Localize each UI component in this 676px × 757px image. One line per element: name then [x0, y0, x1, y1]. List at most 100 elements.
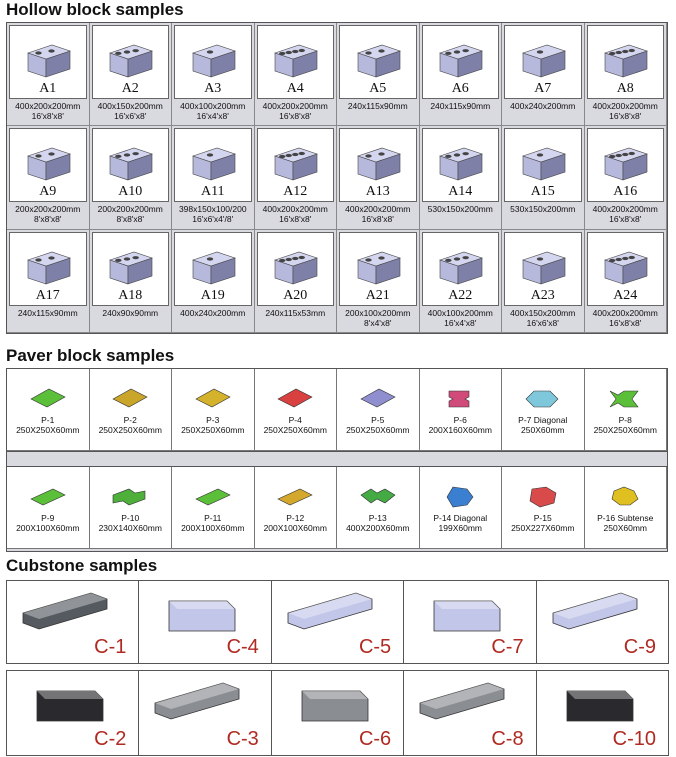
hollow-block-dim-ft: 8'x4'x8' — [363, 317, 392, 328]
hollow-block-image: A4 — [256, 25, 334, 99]
hollow-block-dim-mm: 400x200x200mm — [592, 307, 658, 318]
hollow-block-icon — [274, 251, 319, 285]
paver-block-code: P-11 — [204, 512, 222, 523]
hollow-block-image: A24 — [586, 231, 664, 306]
hollow-block-icon — [109, 44, 154, 78]
curbstone-icon — [22, 592, 108, 630]
hollow-block-dim-mm: 400x100x200mm — [427, 307, 493, 318]
hollow-block-code: A21 — [365, 287, 390, 303]
hollow-block-icon — [604, 44, 649, 78]
hollow-block-image: A12 — [256, 128, 334, 203]
hollow-block-dims: 240x115x53mm — [255, 308, 337, 318]
curbstone-code: C-2 — [94, 728, 127, 750]
curbstone-code: C-1 — [94, 636, 127, 658]
hollow-block-dim-mm: 400x100x200mm — [180, 101, 246, 111]
hollow-block-dim-ft: 16'x4'x8' — [196, 111, 229, 121]
paver-block-code: P-16 Subtense — [597, 512, 654, 523]
hollow-block-code: A3 — [204, 81, 222, 96]
paver-block-icon — [112, 388, 148, 407]
paver-block-dims: 400X200X60mm — [346, 522, 410, 533]
curbstone-code: C-5 — [358, 636, 392, 658]
hollow-block-dim-mm: 530x150x200mm — [510, 204, 576, 215]
paver-block-code: P-8 — [618, 414, 632, 425]
curbstone-cell: C-1 — [6, 580, 140, 664]
hollow-block-dims: 400x240x200mm — [502, 101, 584, 111]
hollow-block-image: A6 — [421, 25, 499, 99]
hollow-block-icon — [191, 44, 236, 78]
hollow-block-dim-ft: 16'x6'x4'/8' — [192, 214, 234, 225]
curbstone-code: C-3 — [226, 728, 259, 750]
hollow-block-icon — [439, 148, 484, 181]
hollow-block-image: A14 — [421, 128, 499, 203]
paver-block-code: P-7 Diagonal — [518, 414, 568, 425]
hollow-block-icon — [521, 148, 566, 181]
hollow-block-dim-mm: 200x200x200mm — [15, 204, 81, 215]
hollow-block-code: A11 — [200, 184, 225, 200]
hollow-block-image: A15 — [504, 128, 582, 203]
hollow-block-icon — [191, 148, 236, 181]
paver-block-icon — [195, 488, 231, 505]
hollow-block-dim-mm: 400x240x200mm — [510, 101, 576, 111]
hollow-block-image: A3 — [174, 25, 252, 99]
paver-block-icon — [611, 486, 639, 505]
hollow-block-dim-mm: 200x200x200mm — [97, 204, 163, 215]
paver-block-icon — [446, 486, 474, 507]
curbstone-code: C-8 — [491, 728, 524, 750]
hollow-block-image: A8 — [586, 25, 664, 99]
hollow-block-image: A10 — [91, 128, 169, 203]
hollow-block-dims: 240x115x90mm — [420, 101, 502, 111]
hollow-block-dim-mm: 240x115x53mm — [265, 307, 326, 318]
paver-block-dims: 230X140X60mm — [98, 522, 162, 533]
hollow-block-code: A15 — [530, 184, 555, 200]
hollow-block-image: A18 — [91, 231, 169, 306]
hollow-block-icon — [604, 148, 649, 181]
hollow-block-image: A13 — [339, 128, 417, 203]
paver-block-code: P-4 — [288, 414, 302, 425]
hollow-block-icon — [604, 251, 649, 285]
paver-block-code: P-13 — [368, 512, 387, 523]
paver-block-dims: 250X60mm — [603, 522, 647, 533]
paver-block-dims: 250X250X60mm — [98, 424, 162, 435]
hollow-block-code: A12 — [283, 184, 308, 200]
paver-block-dims: 250X60mm — [521, 424, 565, 435]
hollow-block-icon — [356, 148, 401, 181]
paver-block-code: P-5 — [371, 414, 385, 425]
curbstone-cell: C-8 — [403, 670, 537, 756]
curbstone-code: C-7 — [491, 636, 524, 658]
curbstone-code: C-10 — [612, 728, 656, 750]
paver-block-code: P-12 — [286, 512, 305, 523]
hollow-block-dim-mm: 400x240x200mm — [180, 307, 246, 318]
paver-block-code: P-14 Diagonal — [433, 512, 488, 523]
curbstone-code: C-6 — [358, 728, 392, 750]
hollow-block-dims: 240x115x90mm — [337, 101, 419, 111]
hollow-block-code: A24 — [613, 287, 638, 303]
